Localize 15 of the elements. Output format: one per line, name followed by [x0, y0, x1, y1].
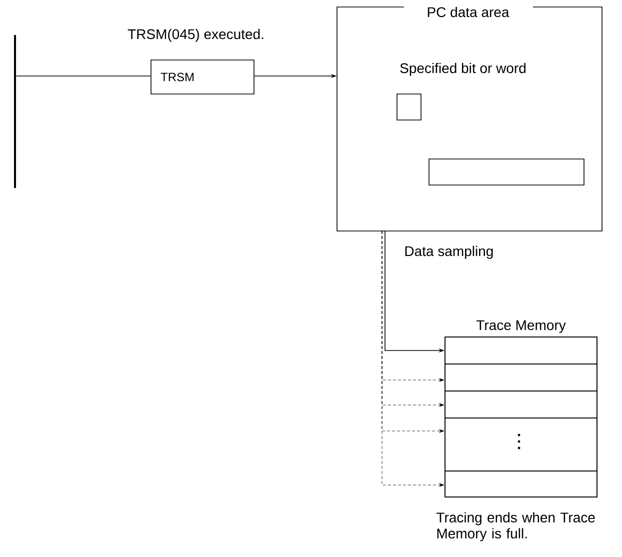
area-title: PC data area: [428, 6, 510, 18]
data-box: [428, 158, 584, 186]
instruction-caption: TRSM(045) executed.: [128, 28, 264, 42]
memory-row: [444, 390, 598, 418]
memory-row: [444, 418, 598, 472]
instruction-box: TRSM: [150, 60, 254, 94]
data-box: [396, 94, 422, 120]
note-text: Tracing ends when Trace Memory is full.: [436, 512, 595, 542]
arrow: [382, 230, 444, 487]
area-label: Specified bit or word: [400, 62, 526, 76]
table-title: Trace Memory: [476, 320, 566, 333]
edge-label: Data sampling: [403, 244, 495, 260]
memory-row: [444, 336, 598, 364]
memory-row: [444, 470, 598, 498]
memory-row: [444, 364, 598, 392]
